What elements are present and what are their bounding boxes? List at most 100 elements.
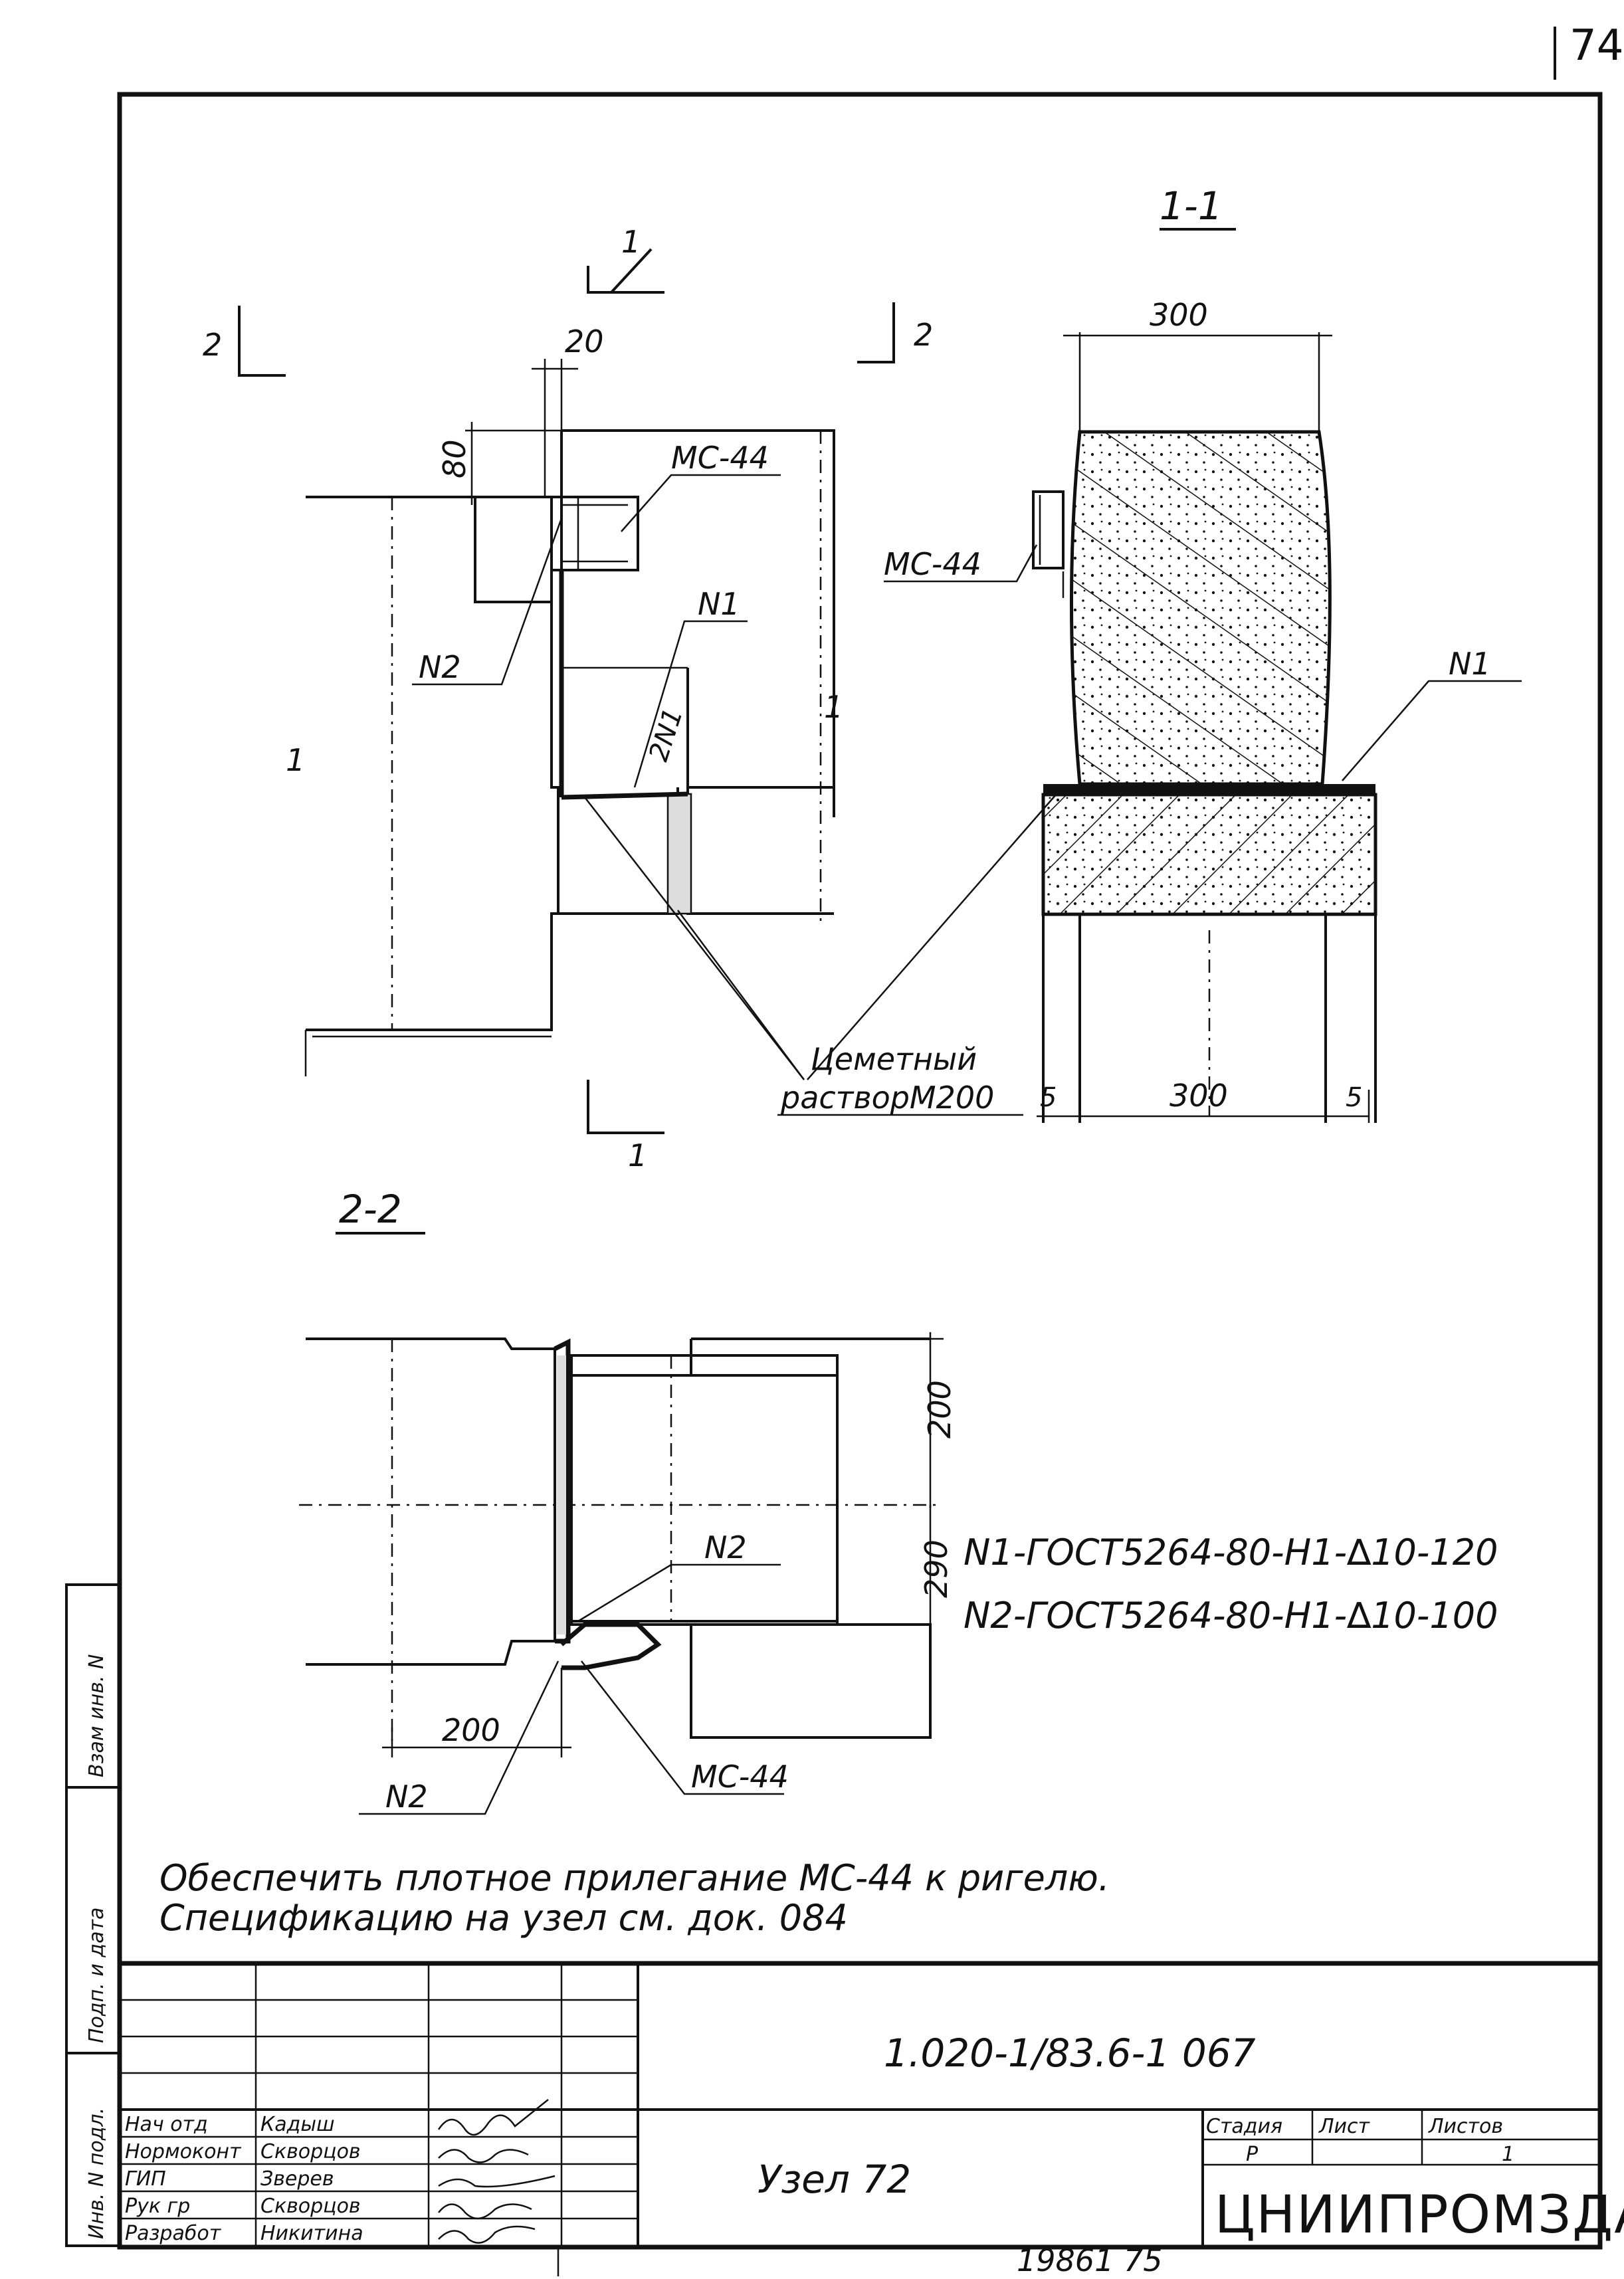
mortar-label-line1: Цеметный [811, 1041, 977, 1077]
side-stamp-cell-3: Инв. N подл. [85, 2108, 108, 2239]
side-stamp-cell-2: Подп. и дата [85, 1908, 108, 2043]
side-stamp: Взам инв. N Подп. и дата Инв. N подл. [65, 1583, 121, 2247]
section-2-2-right-bottom [690, 1623, 932, 1739]
dim-80: 80 [437, 439, 472, 478]
label-n2-bottom: N2 [385, 1779, 428, 1815]
tb-name-3: Зверев [260, 2167, 334, 2191]
section-mark-2-right [857, 302, 895, 363]
signature-4 [438, 2203, 532, 2219]
label-n1-elev: N1 [698, 586, 740, 622]
side-stamp-cell-1: Взам инв. N [85, 1654, 108, 1777]
dim-200-vert: 200 [922, 1380, 958, 1438]
note-1: Обеспечить плотное прилегание МС-44 к ри… [159, 1857, 1110, 1899]
section-mark-1-bottom [587, 1080, 664, 1134]
dim-20: 20 [565, 324, 604, 359]
column-outline [306, 496, 559, 1031]
beam-upper [561, 429, 835, 817]
signature-3 [438, 2175, 556, 2188]
leader-n2-top [577, 1563, 781, 1623]
mortar-leader-3 [807, 793, 1057, 1080]
tb-sheets-value: 1 [1502, 2143, 1514, 2166]
beam-lower [686, 787, 834, 915]
title-block-frame [117, 1961, 1603, 2250]
title-block: Нач отд Кадыш Нормоконт Скворцов ГИП Зве… [117, 1961, 1624, 2250]
section-2-2-column [306, 1338, 556, 1666]
leader-n1-section [1342, 680, 1522, 781]
weld-note-1: N1-ГОСТ5264-80-Н1-∆10-120 [964, 1532, 1498, 1573]
tb-name-4: Скворцов [260, 2195, 361, 2218]
dim-300-bottom: 300 [1169, 1078, 1228, 1114]
plate-strip [1043, 784, 1375, 795]
beam-step-2 [686, 668, 834, 789]
weld-note-2: N2-ГОСТ5264-80-Н1-∆10-100 [964, 1595, 1498, 1636]
tb-role-4: Рук гр [125, 2195, 190, 2218]
signature-2 [438, 2149, 529, 2163]
leader-n2 [412, 518, 563, 686]
label-mc44-2-2: МС-44 [691, 1759, 789, 1795]
axis-mark-left: 1 [286, 742, 305, 778]
column-upper-hatch [1071, 432, 1330, 784]
elevation-view: 1 1 1 1 2 2 20 80 МС-44 N1 N2 2N1 [203, 224, 1057, 1173]
bottom-code: 19861 75 [1017, 2242, 1163, 2276]
beam-section-hatch [1043, 795, 1375, 914]
channel-mc44-section [1032, 490, 1065, 569]
label-2n1: 2N1 [643, 704, 689, 765]
weld-plate-bottom [561, 791, 688, 800]
section-mark-2-left-label: 2 [203, 327, 222, 363]
section-2-2-mc44-plate [559, 1622, 662, 1670]
tb-name-5: Никитина [260, 2222, 363, 2245]
tb-role-2: Нормоконт [125, 2140, 242, 2163]
section-2-2-beam [570, 1354, 839, 1626]
page-number: 74 [1570, 21, 1623, 70]
section-mark-1-bottom-label: 1 [628, 1138, 647, 1173]
signature-1 [437, 2099, 549, 2136]
dim-200-horiz: 200 [442, 1712, 500, 1748]
mortar-label-line2: растворМ200 [780, 1080, 994, 1116]
console-stub [474, 496, 553, 603]
tb-drawing-name: Узел 72 [758, 2157, 911, 2202]
channel-mc44 [550, 496, 639, 571]
section-mark-1-top-flag [610, 248, 653, 294]
label-n2-top: N2 [704, 1530, 747, 1565]
side-stamp-frame [65, 1583, 121, 2247]
label-mc44-section: МС-44 [884, 546, 981, 582]
section-1-1-title: 1-1 [1160, 183, 1223, 229]
note-2: Спецификацию на узел см. док. 084 [159, 1897, 848, 1939]
mortar-bed [666, 793, 692, 915]
section-mark-1-top-label: 1 [621, 224, 641, 260]
label-n2-elev: N2 [419, 649, 461, 685]
dim-5-right: 5 [1346, 1082, 1362, 1113]
leader-n1 [633, 620, 748, 788]
tb-role-5: Разработ [125, 2222, 222, 2245]
tb-stage-value: Р [1246, 2143, 1259, 2166]
tb-sheet-label: Лист [1318, 2115, 1371, 2138]
section-1-1: 1-1 300 [777, 183, 1522, 1123]
leader-mc44-2-2 [581, 1660, 784, 1795]
axis-mark-right: 1 [824, 689, 843, 725]
dim-290-vert: 290 [918, 1539, 954, 1598]
mortar-leader-1 [584, 797, 805, 1080]
tb-name-2: Скворцов [260, 2140, 361, 2163]
leader-mc44 [621, 474, 781, 532]
tb-role-1: Нач отд [125, 2113, 208, 2136]
section-2-2-mortar [557, 1355, 566, 1635]
beam-lower-left [550, 787, 679, 1030]
section-2-2-title: 2-2 [339, 1187, 402, 1232]
tb-role-3: ГИП [125, 2167, 166, 2191]
tb-name-1: Кадыш [260, 2113, 335, 2136]
leader-n2-bottom [359, 1660, 559, 1815]
dim-5-left: 5 [1040, 1082, 1057, 1113]
section-mark-2-left [238, 306, 286, 377]
label-mc44-elev: МС-44 [671, 440, 769, 476]
mortar-leader-2 [676, 910, 805, 1080]
dim-300-top: 300 [1150, 297, 1208, 333]
tb-doc-number: 1.020-1/83.6-1 067 [884, 2031, 1256, 2076]
tb-organization: ЦНИИПРОМЗДАНИЙ [1215, 2184, 1624, 2245]
leader-mc44-section [884, 544, 1038, 583]
section-2-2-channel [554, 1338, 571, 1644]
tb-stage-label: Стадия [1206, 2115, 1282, 2138]
tb-sheets-label: Листов [1428, 2115, 1503, 2138]
signature-5 [438, 2225, 536, 2244]
